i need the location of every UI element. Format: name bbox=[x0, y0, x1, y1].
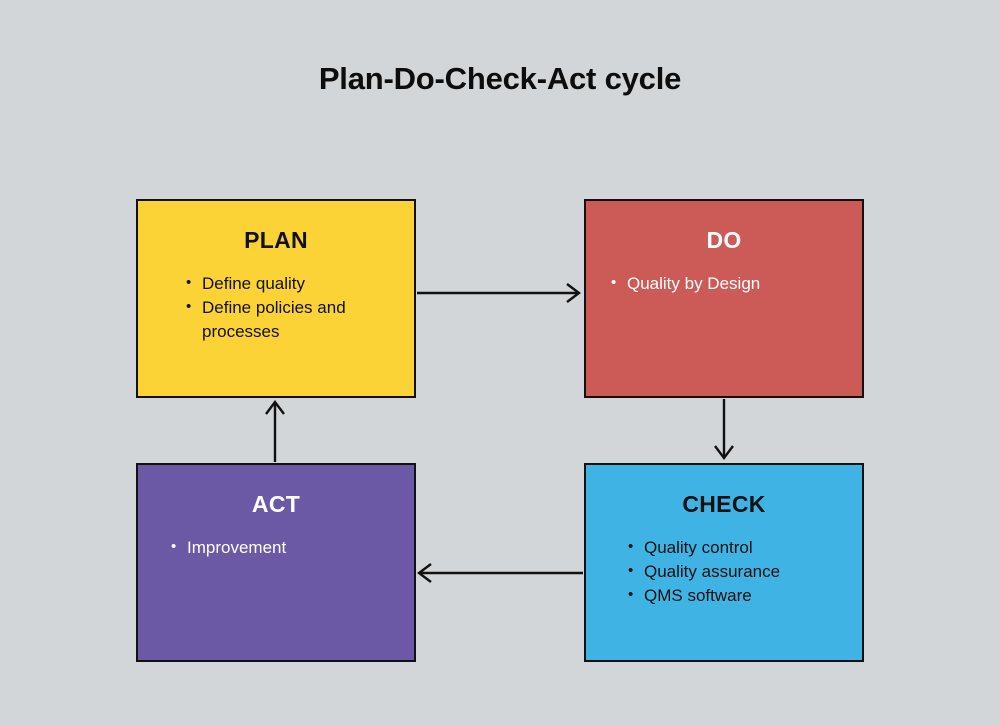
arrow-do-to-check bbox=[714, 399, 734, 460]
list-item: QMS software bbox=[628, 583, 850, 608]
node-plan-title: PLAN bbox=[244, 227, 308, 253]
node-do-list: Quality by Design bbox=[611, 271, 850, 296]
node-act[interactable]: ACT Improvement bbox=[136, 463, 416, 662]
node-act-list: Improvement bbox=[171, 535, 402, 560]
node-check-list: Quality control Quality assurance QMS so… bbox=[628, 535, 850, 608]
node-act-title: ACT bbox=[251, 491, 301, 517]
node-plan-list: Define quality Define policies and proce… bbox=[186, 271, 400, 344]
node-check-title: CHECK bbox=[682, 491, 766, 517]
arrow-act-to-plan bbox=[265, 400, 285, 462]
node-plan[interactable]: PLAN Define quality Define policies and … bbox=[136, 199, 416, 398]
arrow-plan-to-do bbox=[417, 283, 581, 303]
list-item: Quality by Design bbox=[611, 271, 850, 296]
node-check[interactable]: CHECK Quality control Quality assurance … bbox=[584, 463, 864, 662]
list-item: Define quality bbox=[186, 271, 400, 296]
arrow-check-to-act bbox=[417, 563, 583, 583]
list-item: Quality control bbox=[628, 535, 850, 560]
list-item: Quality assurance bbox=[628, 559, 850, 584]
list-item: Improvement bbox=[171, 535, 402, 560]
page-title: Plan-Do-Check-Act cycle bbox=[318, 61, 682, 96]
list-item: Define policies and processes bbox=[186, 295, 400, 344]
node-do-title: DO bbox=[706, 227, 742, 253]
node-do[interactable]: DO Quality by Design bbox=[584, 199, 864, 398]
